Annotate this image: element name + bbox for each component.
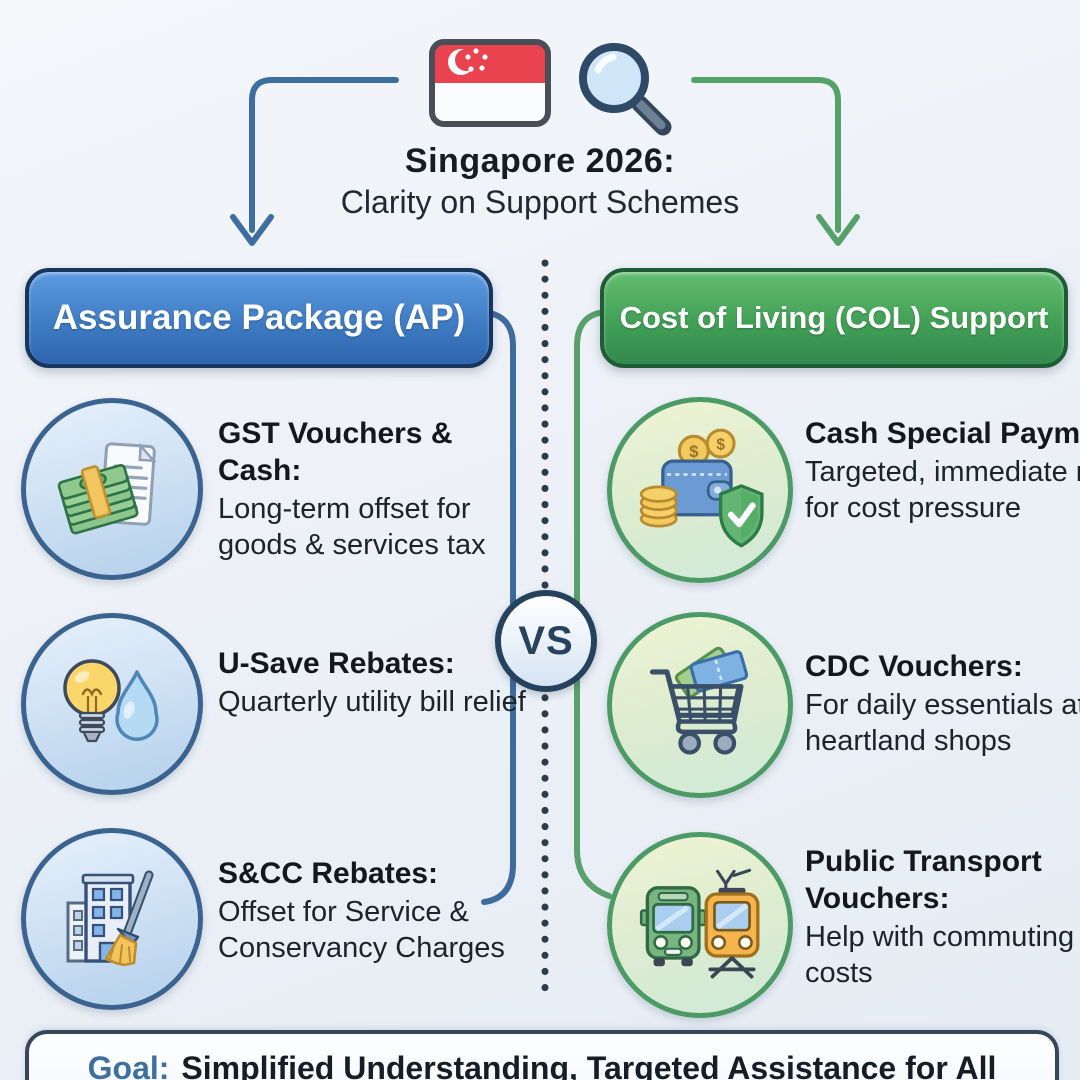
- goal-banner: Goal: Simplified Understanding, Targeted…: [25, 1030, 1059, 1080]
- item-description: Long-term offset for goods & services ta…: [218, 493, 486, 561]
- list-item: S&CC Rebates: Offset for Service & Conse…: [218, 855, 533, 966]
- goal-text: Simplified Understanding, Targeted Assis…: [181, 1050, 997, 1080]
- wallet-coins-shield-icon: $ $: [607, 397, 793, 583]
- right-column-header: Cost of Living (COL) Support: [600, 268, 1068, 368]
- goal-label: Goal:: [87, 1050, 170, 1080]
- list-item: CDC Vouchers: For daily essentials at he…: [805, 648, 1080, 759]
- lightbulb-waterdrop-icon: [21, 613, 203, 795]
- page-subtitle: Clarity on Support Schemes: [340, 184, 740, 220]
- item-title: Public Transport Vouchers:: [805, 845, 1042, 915]
- versus-label: VS: [518, 618, 574, 663]
- cash-stack-document-icon: [21, 398, 203, 580]
- buildings-broom-icon: [21, 828, 203, 1010]
- item-title: S&CC Rebates:: [218, 857, 439, 890]
- item-title: U-Save Rebates:: [218, 647, 455, 680]
- singapore-flag-icon: [428, 38, 552, 128]
- list-item: GST Vouchers & Cash: Long-term offset fo…: [218, 415, 533, 563]
- versus-badge: VS: [495, 590, 597, 692]
- item-description: For daily essentials at heartland shops: [805, 689, 1080, 757]
- list-item: U-Save Rebates: Quarterly utility bill r…: [218, 645, 533, 720]
- list-item: Public Transport Vouchers: Help with com…: [805, 843, 1080, 991]
- list-item: Cash Special Payment: Targeted, immediat…: [805, 415, 1080, 526]
- item-description: Offset for Service & Conservancy Charges: [218, 896, 505, 964]
- bus-tram-icon: [607, 832, 793, 1018]
- right-bracket-connector: [574, 309, 612, 899]
- right-column-header-label: Cost of Living (COL) Support: [619, 300, 1049, 335]
- item-description: Help with commuting costs: [805, 921, 1075, 989]
- magnifying-glass-icon: [568, 32, 678, 142]
- item-description: Quarterly utility bill relief: [218, 686, 526, 718]
- item-title: GST Vouchers & Cash:: [218, 417, 453, 487]
- cart-vouchers-icon: [607, 612, 793, 798]
- item-title: Cash Special Payment:: [805, 417, 1080, 450]
- left-arrowhead-icon: [230, 214, 274, 246]
- svg-text:$: $: [689, 443, 698, 461]
- page-title: Singapore 2026:: [404, 142, 676, 180]
- item-title: CDC Vouchers:: [805, 650, 1023, 683]
- right-arrowhead-icon: [816, 214, 860, 246]
- right-arrow-connector: [691, 77, 841, 233]
- left-column-header-label: Assurance Package (AP): [52, 298, 466, 337]
- left-arrow-connector: [249, 77, 399, 233]
- svg-text:$: $: [716, 437, 725, 454]
- left-column-header: Assurance Package (AP): [25, 268, 493, 368]
- item-description: Targeted, immediate relief for cost pres…: [805, 456, 1080, 524]
